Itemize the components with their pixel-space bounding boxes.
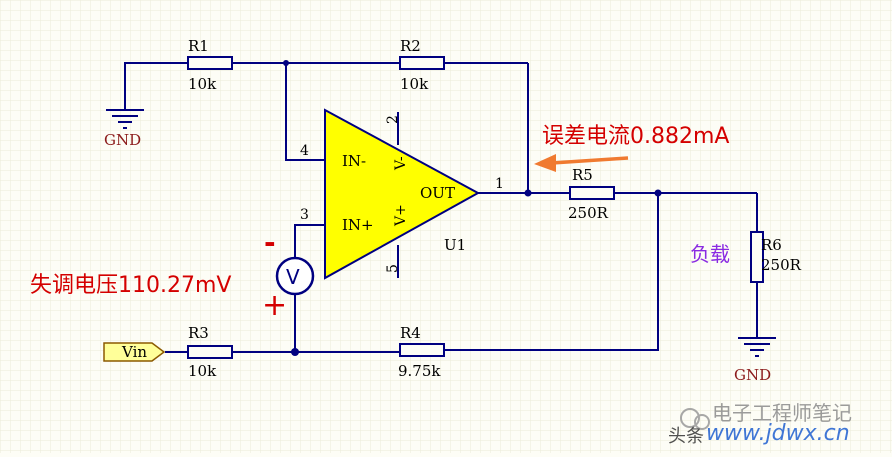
voltmeter — [275, 256, 315, 296]
r4-ref: R4 — [400, 324, 421, 342]
resistor-r6 — [750, 231, 764, 283]
watermark-site: www.jdwx.cn — [706, 421, 850, 446]
resistor-r2 — [399, 56, 445, 70]
resistors — [187, 56, 764, 359]
gnd-left-label: GND — [104, 131, 141, 149]
r1-value: 10k — [188, 75, 217, 93]
load-label: 负载 — [690, 242, 730, 266]
gnd-right-label: GND — [734, 366, 771, 384]
opamp-u1 — [324, 108, 481, 280]
opamp-pin3: 3 — [300, 207, 309, 223]
opamp-pin1: 1 — [495, 176, 504, 192]
r5-value: 250R — [568, 204, 609, 222]
gnd-right-symbol — [738, 337, 776, 357]
vin-port — [103, 342, 166, 362]
resistor-r3 — [187, 345, 233, 359]
opamp-out: OUT — [420, 184, 455, 202]
opamp-in-minus: IN- — [342, 152, 366, 170]
r3-value: 10k — [188, 362, 217, 380]
resistor-r1 — [187, 56, 233, 70]
r2-value: 10k — [400, 75, 429, 93]
r5-ref: R5 — [572, 166, 593, 184]
plus-sign: + — [262, 288, 287, 323]
r6-value: 250R — [761, 256, 802, 274]
opamp-vplus: V+ — [393, 204, 409, 227]
gnd-left-symbol — [106, 109, 144, 129]
r2-ref: R2 — [400, 37, 421, 55]
vin-port-label: Vin — [121, 343, 147, 361]
opamp-pin5: 5 — [385, 264, 401, 273]
opamp-ref: U1 — [444, 236, 466, 254]
wechat-icon — [680, 408, 700, 428]
r1-ref: R1 — [188, 37, 209, 55]
watermark-title: 电子工程师笔记 — [712, 401, 852, 425]
r6-ref: R6 — [761, 236, 782, 254]
watermark-toutiao: 头条 — [668, 426, 704, 447]
r4-value: 9.75k — [398, 362, 441, 380]
opamp-vminus: V- — [393, 156, 409, 171]
voltmeter-label: V — [286, 265, 300, 289]
opamp-pin2: 2 — [385, 115, 401, 124]
offset-voltage-annotation: 失调电压110.27mV — [30, 273, 231, 298]
wires — [124, 62, 758, 353]
opamp-in-plus: IN+ — [342, 216, 374, 234]
error-current-annotation: 误差电流0.882mA — [542, 124, 729, 149]
watermark: 电子工程师笔记 头条 www.jdwx.cn — [668, 401, 852, 447]
opamp-pin4: 4 — [300, 143, 309, 159]
error-current-arrow — [534, 154, 629, 172]
resistor-r5 — [569, 186, 615, 200]
junctions — [283, 60, 662, 356]
r3-ref: R3 — [188, 324, 209, 342]
minus-sign: - — [264, 226, 276, 259]
resistor-r4 — [399, 343, 445, 357]
